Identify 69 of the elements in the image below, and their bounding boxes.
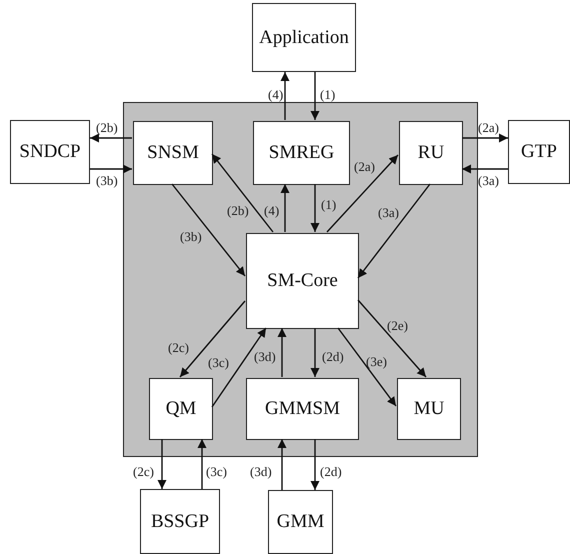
arrow [280, 184, 290, 232]
arrow [211, 328, 267, 408]
module-name: SNDCP [19, 141, 81, 163]
arrow [90, 164, 132, 174]
edge-label: (3d) [254, 350, 276, 363]
edge-label: (2c) [133, 465, 154, 478]
module-box [268, 490, 333, 554]
module-name: SM-Core [267, 270, 338, 292]
module-name: RU [418, 142, 444, 164]
edge-label: (2b) [96, 121, 118, 134]
arrow [310, 184, 320, 232]
arrow [198, 439, 206, 489]
edge-label: (3b) [180, 230, 202, 243]
arrow [278, 328, 286, 377]
edge-label: (2a) [354, 160, 375, 173]
module-box [10, 120, 90, 184]
edge-label: (3c) [206, 465, 227, 478]
edge-label: (4) [268, 88, 284, 101]
arrow [462, 134, 508, 142]
module-name: BSSGP [150, 510, 210, 532]
edge-label: (3a) [378, 206, 399, 219]
edge-label: (2d) [320, 465, 342, 478]
arrow [280, 72, 290, 120]
edge-label: (1) [320, 88, 336, 101]
module-name: GMMSM [265, 398, 340, 420]
module-box [252, 3, 356, 72]
edge-label: (3c) [208, 356, 229, 369]
module-name: MU [414, 398, 444, 420]
module-name: SMREG [268, 142, 334, 164]
module-box [397, 378, 461, 440]
arrow [337, 328, 397, 406]
module-box [149, 378, 213, 440]
arrow [357, 184, 431, 278]
edge-label: (2a) [478, 121, 499, 134]
arrow [310, 72, 320, 120]
arrow [211, 154, 274, 232]
arrow [310, 439, 320, 490]
edge-label: (2d) [322, 350, 344, 363]
module-box [399, 121, 463, 185]
edge-label: (2c) [168, 341, 189, 354]
edge-label: (4) [264, 204, 280, 217]
edge-label: (3e) [366, 355, 387, 368]
arrow [90, 134, 132, 142]
subsystem-box [123, 102, 478, 457]
module-name: QM [166, 398, 196, 420]
edge-label: (1) [321, 198, 336, 211]
edge-label: (2b) [227, 204, 249, 217]
module-name: GTP [521, 141, 557, 163]
edge-label: (3a) [478, 174, 499, 187]
module-box [133, 121, 213, 185]
module-box [508, 120, 570, 184]
edge-label: (3d) [250, 465, 272, 478]
arrow [278, 439, 286, 490]
edge-label: (3b) [96, 174, 118, 187]
module-box [246, 233, 359, 329]
edge-label: (2e) [387, 319, 408, 332]
arrow [158, 439, 166, 489]
module-box [140, 489, 220, 554]
module-name: Application [259, 26, 349, 48]
arrow [326, 154, 399, 232]
arrow [179, 300, 246, 378]
arrow [171, 184, 246, 276]
module-name: GMM [276, 511, 324, 533]
module-box [246, 378, 359, 440]
arrow [310, 328, 320, 377]
arrow [357, 300, 427, 378]
arrow [462, 164, 508, 174]
module-name: SNSM [147, 142, 199, 164]
module-box [253, 121, 350, 185]
